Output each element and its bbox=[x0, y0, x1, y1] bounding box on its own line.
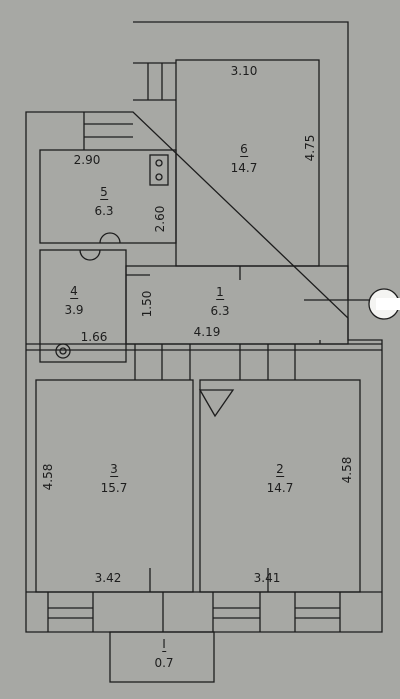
room-1-area: 6.3 bbox=[210, 304, 230, 318]
room-1-outline bbox=[125, 265, 349, 345]
dim-room2-width: 3.41 bbox=[253, 571, 281, 585]
sink bbox=[99, 232, 121, 244]
stove bbox=[149, 154, 169, 186]
door-swing bbox=[198, 389, 235, 418]
south-wall bbox=[26, 591, 382, 632]
room-5-number: 5 bbox=[100, 185, 108, 200]
room-2-area: 14.7 bbox=[266, 481, 294, 495]
dim-room6-width: 3.10 bbox=[230, 64, 258, 78]
room-5-outline bbox=[39, 149, 177, 244]
dim-room3-length: 4.58 bbox=[41, 463, 55, 491]
porch-number: I bbox=[162, 637, 166, 652]
room-4-number: 4 bbox=[70, 284, 78, 299]
dim-room5-width: 2.90 bbox=[73, 153, 101, 167]
room-1-number: 1 bbox=[216, 285, 224, 300]
dim-room2-length: 4.58 bbox=[340, 456, 354, 484]
dim-room3-width: 3.42 bbox=[94, 571, 122, 585]
dim-room4-width: 1.66 bbox=[80, 330, 108, 344]
dim-room6-length: 4.75 bbox=[303, 134, 317, 162]
porch-outline bbox=[109, 631, 215, 683]
north-stair bbox=[133, 62, 176, 101]
room-3-area: 15.7 bbox=[100, 481, 128, 495]
dim-corridor-length: 4.19 bbox=[193, 325, 221, 339]
room-2-number: 2 bbox=[276, 462, 284, 477]
room-6-area: 14.7 bbox=[230, 161, 258, 175]
porch-area: 0.7 bbox=[154, 656, 174, 670]
dim-room5-length: 2.60 bbox=[153, 205, 167, 233]
room-4-area: 3.9 bbox=[64, 303, 84, 317]
middle-partition bbox=[26, 343, 382, 351]
west-stair bbox=[83, 112, 133, 150]
toilet bbox=[55, 343, 71, 359]
room-5-area: 6.3 bbox=[94, 204, 114, 218]
room-3-number: 3 bbox=[110, 462, 118, 477]
dim-corridor-width: 1.50 bbox=[140, 290, 154, 318]
room-6-number: 6 bbox=[240, 142, 248, 157]
